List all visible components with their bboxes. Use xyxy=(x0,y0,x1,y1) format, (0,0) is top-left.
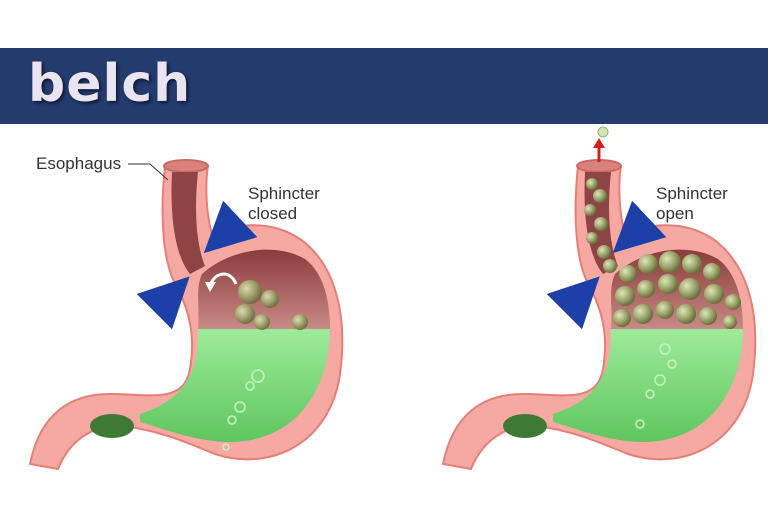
left-esophagus-opening xyxy=(163,159,209,173)
diagram-stage: Esophagus Sphincter closed Sphincter ope… xyxy=(0,124,768,522)
title-banner: belch xyxy=(0,48,768,124)
left-stomach xyxy=(28,159,344,471)
esophagus-label: Esophagus xyxy=(36,154,122,173)
left-pylorus xyxy=(90,414,134,438)
right-liquid-bubbles xyxy=(635,343,677,429)
left-liquid xyxy=(140,329,330,443)
right-stomach xyxy=(441,126,757,471)
right-gas-bubbles xyxy=(584,178,741,329)
sphincter-closed-label-line1: Sphincter xyxy=(248,184,320,203)
left-sphincter-arrows xyxy=(136,200,258,330)
right-pylorus xyxy=(503,414,547,438)
banner-title: belch xyxy=(28,54,192,114)
sphincter-closed-label-line2: closed xyxy=(248,204,298,223)
right-belch-arrow xyxy=(593,126,609,162)
left-gas-bubbles xyxy=(235,280,308,330)
left-gas-pocket xyxy=(198,249,330,329)
esophagus-leader-line xyxy=(128,163,169,181)
left-esophagus-lumen xyxy=(171,172,205,274)
left-liquid-bubbles xyxy=(222,369,265,451)
sphincter-open-label-line2: open xyxy=(656,204,694,223)
right-liquid xyxy=(553,329,743,443)
sphincter-open-label-line1: Sphincter xyxy=(656,184,728,203)
stomach-diagram-svg xyxy=(28,126,757,471)
right-sphincter-arrows xyxy=(546,200,667,330)
